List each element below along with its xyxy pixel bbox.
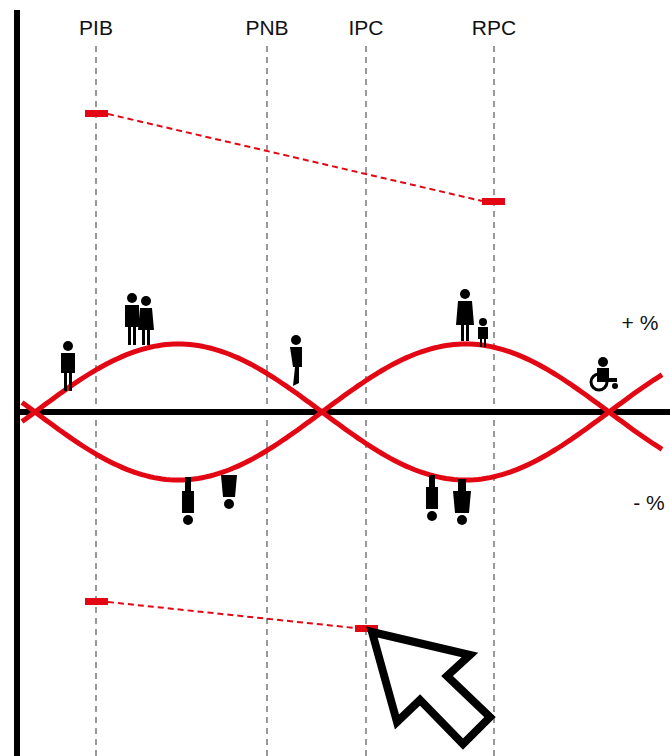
vertical-axis bbox=[14, 10, 20, 756]
sign-label: + % bbox=[622, 312, 659, 333]
wave-up bbox=[22, 344, 662, 480]
trend-top bbox=[85, 110, 505, 205]
trend-bottom bbox=[85, 598, 378, 632]
column-guides bbox=[96, 46, 494, 756]
column-label: PIB bbox=[79, 17, 113, 38]
column-label: RPC bbox=[472, 17, 516, 38]
cursor-icon bbox=[372, 632, 490, 744]
wave-down bbox=[22, 344, 662, 480]
horizontal-axis bbox=[17, 409, 670, 415]
sign-label: - % bbox=[633, 492, 665, 513]
column-label: IPC bbox=[348, 17, 383, 38]
column-label: PNB bbox=[245, 17, 288, 38]
people bbox=[61, 289, 618, 525]
